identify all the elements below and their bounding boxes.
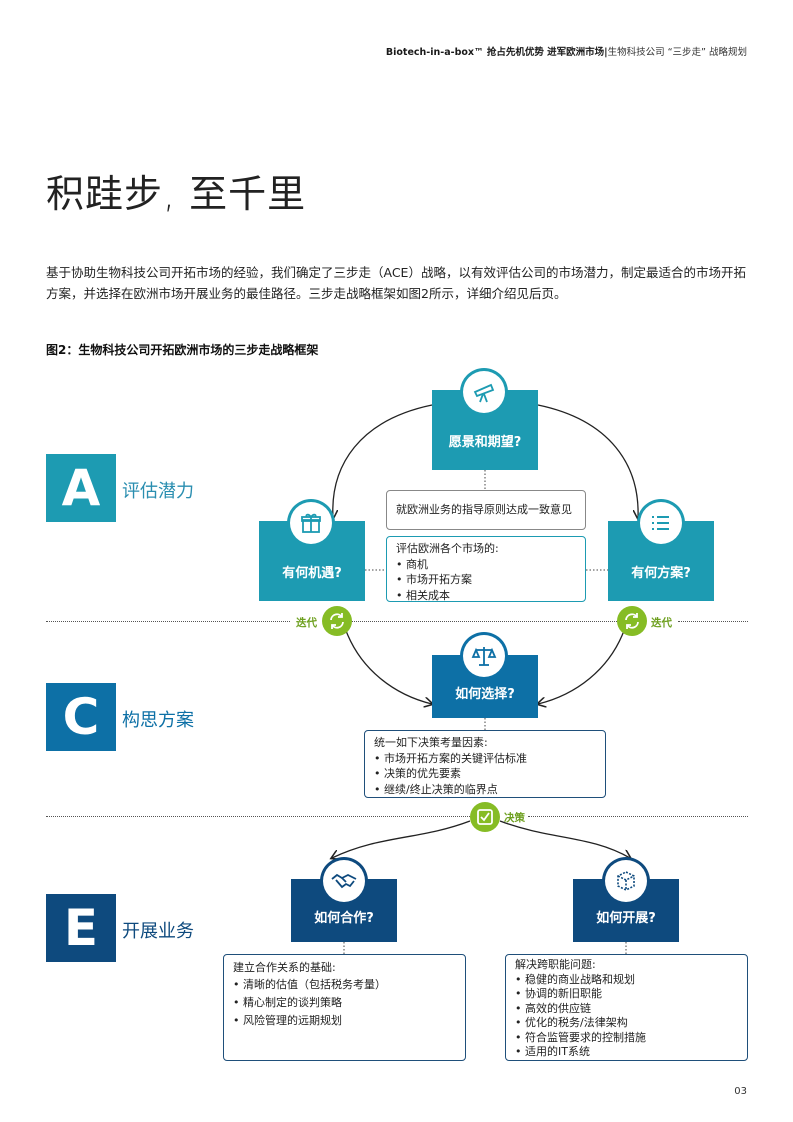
- vision-card-label: 愿景和期望?: [448, 435, 522, 450]
- intro-paragraph: 基于协助生物科技公司开拓市场的经验，我们确定了三步走（ACE）战略，以有效评估公…: [46, 265, 746, 301]
- cooperate-item: 精心制定的谈判策略: [233, 994, 456, 1012]
- iterate-label-right: 迭代: [651, 617, 672, 629]
- step-a-label: 评估潜力: [122, 481, 194, 502]
- choice-card-label: 如何选择?: [455, 687, 515, 702]
- separator-right-1: [678, 621, 748, 622]
- separator-left-2: [46, 816, 470, 817]
- step-c-label: 构思方案: [122, 710, 194, 731]
- develop-item: 稳健的商业战略和规划: [515, 973, 738, 988]
- list-icon-wrap: [637, 499, 685, 547]
- evaluate-note-heading: 评估欧洲各个市场的:: [396, 542, 499, 555]
- choice-card: 如何选择?: [432, 655, 538, 718]
- list-icon: [640, 502, 682, 544]
- develop-item: 协调的新旧职能: [515, 987, 738, 1002]
- decide-note-heading: 统一如下决策考量因素:: [374, 736, 488, 749]
- iterate-label-left: 迭代: [296, 617, 317, 629]
- cube-icon: [605, 860, 647, 902]
- header-bold: Biotech-in-a-box™ 抢占先机优势 进军欧洲市场|: [385, 47, 608, 58]
- decide-item: 决策的优先要素: [374, 766, 596, 782]
- decide-item: 市场开拓方案的关键评估标准: [374, 751, 596, 767]
- step-a-box: A: [46, 454, 116, 522]
- cooperate-item: 风险管理的远期规划: [233, 1012, 456, 1030]
- header-rest: 生物科技公司 “三步走” 战略规划: [607, 47, 747, 58]
- develop-note-heading: 解决跨职能问题:: [515, 958, 596, 971]
- evaluate-item: 相关成本: [396, 588, 576, 604]
- consensus-note: 就欧洲业务的指导原则达成一致意见: [386, 490, 586, 530]
- evaluate-item: 市场开拓方案: [396, 572, 576, 588]
- separator-right-2: [528, 816, 748, 817]
- opportunity-card: 有何机遇?: [259, 521, 365, 601]
- evaluate-note: 评估欧洲各个市场的: 商机 市场开拓方案 相关成本: [386, 536, 586, 602]
- develop-item: 高效的供应链: [515, 1002, 738, 1017]
- handshake-icon: [323, 860, 365, 902]
- step-e-label: 开展业务: [122, 921, 194, 942]
- check-icon: [470, 802, 500, 832]
- cycle-icon: [322, 606, 352, 636]
- develop-card-label: 如何开展?: [596, 911, 656, 926]
- gift-icon-wrap: [287, 499, 335, 547]
- scale-icon-wrap: [460, 632, 508, 680]
- develop-item: 适用的IT系统: [515, 1045, 738, 1060]
- develop-note: 解决跨职能问题: 稳健的商业战略和规划 协调的新旧职能 高效的供应链 优化的税务…: [505, 954, 748, 1061]
- running-header: Biotech-in-a-box™ 抢占先机优势 进军欧洲市场|生物科技公司 “…: [386, 44, 747, 58]
- page-number: 03: [734, 1086, 747, 1097]
- telescope-icon-wrap: [460, 368, 508, 416]
- cube-icon-wrap: [602, 857, 650, 905]
- scale-icon: [463, 635, 505, 677]
- plan-card-label: 有何方案?: [631, 566, 691, 581]
- step-e-box: E: [46, 894, 116, 962]
- decide-note: 统一如下决策考量因素: 市场开拓方案的关键评估标准 决策的优先要素 继续/终止决…: [364, 730, 606, 798]
- decide-item: 继续/终止决策的临界点: [374, 782, 596, 798]
- develop-item: 优化的税务/法律架构: [515, 1016, 738, 1031]
- separator-mid-1: [352, 621, 617, 622]
- separator-left-1: [46, 621, 290, 622]
- consensus-note-text: 就欧洲业务的指导原则达成一致意见: [396, 503, 572, 517]
- evaluate-item: 商机: [396, 557, 576, 573]
- cooperate-note: 建立合作关系的基础: 清晰的估值（包括税务考量） 精心制定的谈判策略 风险管理的…: [223, 954, 466, 1061]
- cooperate-card-label: 如何合作?: [314, 911, 374, 926]
- step-c-box: C: [46, 683, 116, 751]
- telescope-icon: [463, 371, 505, 413]
- gift-icon: [290, 502, 332, 544]
- handshake-icon-wrap: [320, 857, 368, 905]
- cycle-icon: [617, 606, 647, 636]
- cooperate-note-heading: 建立合作关系的基础:: [233, 961, 336, 974]
- cooperate-item: 清晰的估值（包括税务考量）: [233, 976, 456, 994]
- develop-item: 符合监管要求的控制措施: [515, 1031, 738, 1046]
- opportunity-card-label: 有何机遇?: [282, 566, 342, 581]
- decision-label: 决策: [504, 812, 525, 824]
- figure-title: 图2：生物科技公司开拓欧洲市场的三步走战略框架: [46, 343, 319, 357]
- page-title: 积跬步, 至千里: [46, 172, 307, 216]
